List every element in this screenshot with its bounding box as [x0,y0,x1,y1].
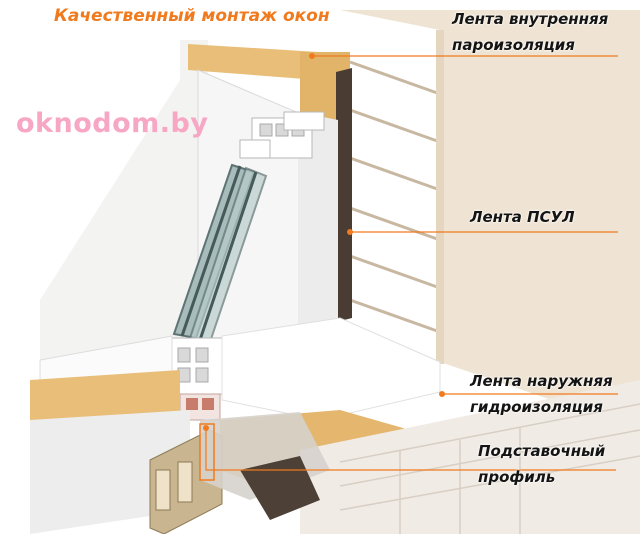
top-foam-layer [188,44,318,80]
brick-wall [300,380,640,534]
outer-drip-sill [221,317,441,421]
callout-water-line2: гидроизоляция [470,398,603,416]
callout-support-profile: Подставочный профиль [478,438,605,490]
callout-profile-line1: Подставочный [478,442,606,460]
callout-vapor-line1: Лента внутренняя [452,10,609,28]
facade-panel-joints [349,60,441,334]
leader-dots [203,53,445,431]
interior-wall-slope [40,40,208,415]
leader-lines [205,55,618,471]
callout-vapor-line2: пароизоляция [452,36,575,54]
profile-highlight-box [199,423,215,481]
frame-profile-top [239,111,325,159]
waterproof-tape-dark [240,456,320,520]
callout-psul-tape: Лента ПСУЛ [470,204,575,230]
callout-psul-line1: Лента ПСУЛ [470,208,575,226]
frame-reveal [298,112,338,348]
callout-waterproofing: Лента наружняя гидроизоляция [470,368,613,420]
facade-corner [436,30,444,364]
site-watermark: oknodom.by [16,108,209,139]
callout-vapor-barrier: Лента внутренняя пароизоляция [452,6,608,58]
callout-water-line1: Лента наружняя [470,372,613,390]
facade-wall [340,10,640,430]
diagram-title: Качественный монтаж окон [54,6,330,26]
callout-profile-line2: профиль [478,468,556,486]
psul-tape-strip [336,68,352,322]
brick-joints [339,403,640,534]
